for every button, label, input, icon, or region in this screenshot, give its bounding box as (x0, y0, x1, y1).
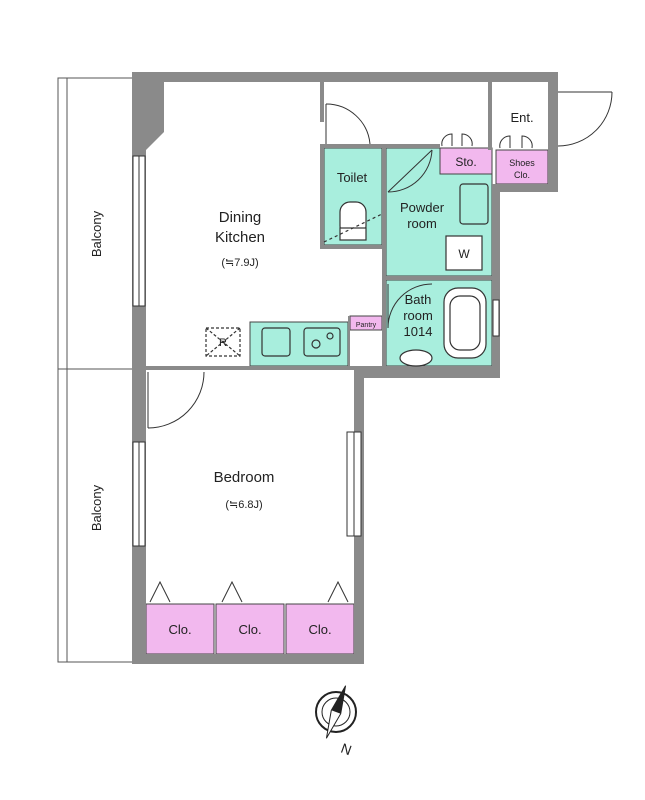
powder-room-label-2: room (407, 216, 437, 231)
closet-label-1: Clo. (168, 622, 191, 637)
closet-1 (145, 603, 215, 655)
bathroom-label-3: 1014 (404, 324, 433, 339)
closet-fills (145, 147, 549, 655)
kitchen-sink-fixture (261, 327, 291, 357)
washer-fixture (445, 235, 483, 271)
bathroom-label-2: room (403, 308, 433, 323)
dining-kitchen-size: (≒7.9J) (221, 257, 258, 269)
balcony-label-1: Balcony (89, 210, 104, 257)
bedroom-size: (≒6.8J) (225, 499, 262, 511)
fixtures (205, 183, 489, 367)
shoes-closet (495, 149, 549, 185)
bathroom-label-1: Bath (405, 292, 432, 307)
storage-label: Sto. (455, 155, 476, 169)
toilet-label: Toilet (337, 170, 368, 185)
compass-icon: N (315, 685, 357, 758)
dining-kitchen-label-2: Kitchen (215, 229, 265, 246)
fridge-label: R (219, 337, 227, 349)
kitchen-counter (249, 321, 349, 367)
closet-3 (285, 603, 355, 655)
stove-fixture (303, 327, 341, 357)
dining-kitchen-label-1: Dining (219, 209, 262, 226)
balcony-label-2: Balcony (89, 484, 104, 531)
shoes-closet-label-1: Shoes (509, 158, 535, 168)
pantry-label: Pantry (356, 322, 377, 329)
closet-label-3: Clo. (308, 622, 331, 637)
room-labels: Dining Kitchen (≒7.9J) Bedroom (≒6.8J) T… (89, 110, 535, 637)
doors (147, 91, 613, 603)
closet-2 (215, 603, 285, 655)
bedroom-label: Bedroom (214, 469, 275, 486)
shoes-closet-label-2: Clo. (514, 170, 530, 180)
powder-room-label-1: Powder (400, 200, 445, 215)
balcony-area (57, 77, 132, 663)
windows (132, 155, 500, 547)
entrance-label: Ent. (510, 110, 533, 125)
washbasin-fixture (459, 183, 489, 225)
compass-north-label: N (339, 740, 354, 758)
bathtub-fixture (443, 287, 487, 359)
washer-label: W (458, 247, 470, 261)
storage-closet (439, 147, 493, 175)
bath-sink-fixture (399, 349, 433, 367)
closet-label-2: Clo. (238, 622, 261, 637)
